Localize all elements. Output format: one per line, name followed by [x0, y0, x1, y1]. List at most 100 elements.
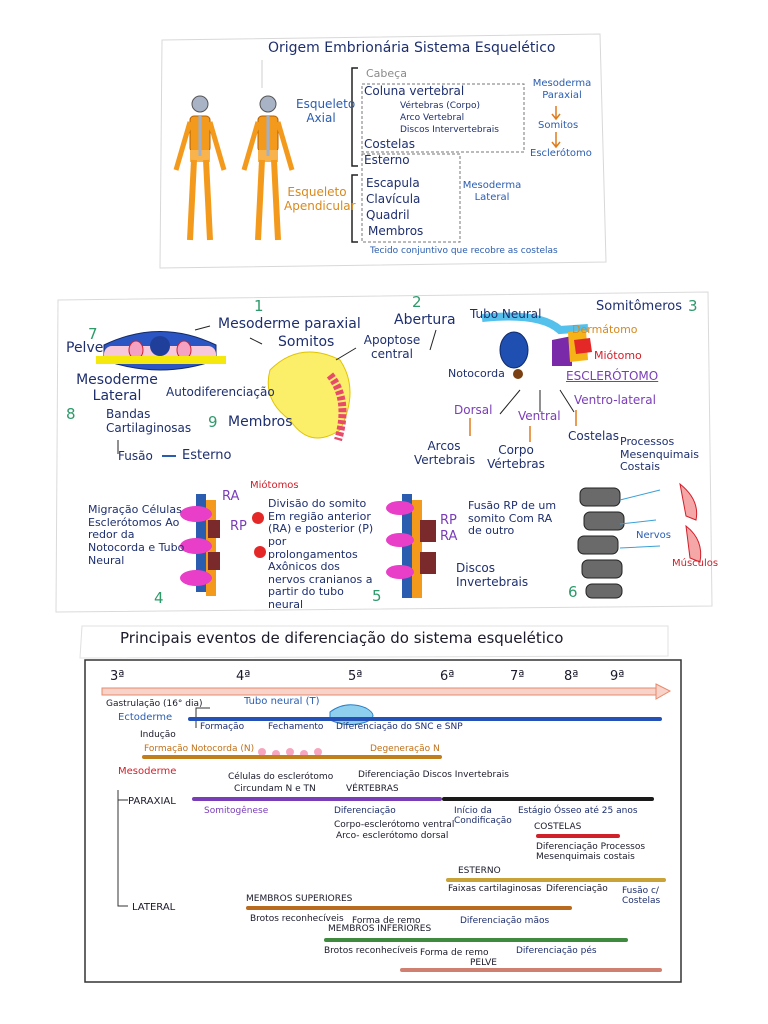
brotos1-label: Brotos reconhecíveis: [250, 914, 344, 924]
ectoderme-label: Ectoderme: [118, 712, 173, 723]
fechamento-label: Fechamento: [268, 722, 324, 732]
brotos2-label: Brotos reconhecíveis: [324, 946, 418, 956]
arco-text: Arco Vertebral: [400, 113, 465, 123]
somitos-label: Somitos: [278, 334, 335, 350]
miotomo-label: Miótomo: [594, 349, 642, 362]
dif-maos-label: Diferenciação mãos: [460, 916, 550, 926]
dif-discos-label: Diferenciação Discos Invertebrais: [358, 770, 509, 780]
notocorda-bar: [142, 755, 442, 759]
fusao-label: Fusão: [118, 449, 153, 463]
quadril-text: Quadril: [366, 208, 410, 222]
paraxial-bar-purple: [192, 797, 442, 801]
processos-label: Processos Mesenquimais Costais: [620, 435, 699, 474]
autodiferenciacao-label: Autodiferenciação: [166, 385, 275, 399]
corpo-escl-label: Corpo-esclerótomo ventral: [334, 820, 455, 830]
spine-ribs-drawing: [577, 482, 702, 599]
divisao-label: Divisão do somito Em região anterior (RA…: [268, 497, 374, 612]
mesoderme-paraxial-label: Mesoderme paraxial: [218, 316, 361, 332]
nervos-label: Nervos: [636, 530, 671, 541]
step-9-number: 9: [208, 413, 218, 431]
esclerotomo-chain-text: Esclerótomo: [530, 148, 592, 159]
tubo-neural-timeline-label: Tubo neural (T): [244, 696, 320, 707]
membros-label: Membros: [228, 414, 293, 430]
week-9: 9ª: [610, 669, 625, 684]
week-8: 8ª: [564, 669, 579, 684]
section1-title: Origem Embrionária Sistema Esquelético: [268, 40, 556, 56]
abertura-label: Abertura: [394, 312, 456, 328]
step-4-number: 4: [154, 589, 164, 607]
week-7: 7ª: [510, 669, 525, 684]
pelve-timeline-label: PELVE: [470, 958, 497, 968]
paraxial-bar-black: [442, 797, 654, 801]
escapula-text: Escapula: [366, 176, 420, 190]
apoptose-label: Apoptose central: [363, 333, 421, 361]
tubo-neural-label: Tubo Neural: [470, 307, 542, 321]
step-3-number: 3: [688, 297, 698, 315]
forma-remo1-label: Forma de remo: [352, 916, 421, 926]
cabeca-text: Cabeça: [366, 67, 407, 80]
week-4: 4ª: [236, 669, 251, 684]
axial-label: Esqueleto Axial: [296, 97, 356, 125]
rp-label-5: RP: [440, 513, 457, 528]
inducao-label: Indução: [140, 730, 176, 740]
forma-remo2-label: Forma de remo: [420, 948, 489, 958]
dif-pes-label: Diferenciação pés: [516, 946, 597, 956]
week-6: 6ª: [440, 669, 455, 684]
dermatomo-label: Dermátomo: [572, 323, 638, 336]
arcos-label: Arcos Vertebrais: [414, 439, 476, 467]
somitos-chain-text: Somitos: [538, 120, 579, 131]
ectoderme-bar: [188, 717, 662, 721]
migracao-label: Migração Células Esclerótomos Ao redor d…: [88, 503, 185, 567]
somitomeros-label: Somitômeros: [596, 299, 682, 314]
membros-sup-label: MEMBROS SUPERIORES: [246, 894, 353, 904]
skeleton-back-figure: [241, 95, 295, 241]
diferenciacao-label: Diferenciação: [334, 806, 396, 816]
esterno-timeline-label: ESTERNO: [458, 866, 501, 876]
dif-snc-label: Diferenciação do SNC e SNP: [336, 722, 463, 732]
paraxial-label: PARAXIAL: [128, 796, 176, 807]
fusao-rp-label: Fusão RP de um somito Com RA de outro: [468, 499, 557, 538]
ra-label-4: RA: [222, 489, 240, 504]
lateral-label: LATERAL: [132, 902, 176, 913]
degeneracao-label: Degeneração N: [370, 744, 440, 754]
membros-inf-bar: [324, 938, 628, 942]
ventral-label: Ventral: [518, 409, 561, 423]
diferenciacao2-label: Diferenciação: [546, 884, 608, 894]
step-7-number: 7: [88, 325, 98, 343]
discos-text: Discos Intervertebrais: [400, 125, 499, 135]
rp-label-4: RP: [230, 519, 247, 534]
week-5: 5ª: [348, 669, 363, 684]
costelas-text: Costelas: [364, 137, 415, 151]
vertebras-label: VÉRTEBRAS: [346, 784, 399, 794]
appendicular-label: Esqueleto Apendicular: [284, 185, 356, 213]
esterno-label: Esterno: [182, 448, 232, 463]
ra-label-5: RA: [440, 529, 458, 544]
mesoderme-lateral-label: Mesoderme Lateral: [76, 372, 158, 405]
tecido-text: Tecido conjuntivo que recobre as costela…: [370, 246, 558, 256]
embryo-limb-drawing: [267, 351, 351, 442]
membros-text: Membros: [368, 224, 424, 238]
musculos-label: Músculos: [672, 558, 719, 569]
mesoderma-paraxial-text: Mesoderma Paraxial: [532, 78, 592, 101]
notocorda-label: Notocorda: [448, 367, 505, 380]
corpo-label: Corpo Vértebras: [487, 443, 545, 471]
circundam-label: Circundam N e TN: [234, 784, 316, 794]
membros-inf-label: MEMBROS INFERIORES: [328, 924, 432, 934]
dorsal-label: Dorsal: [454, 403, 493, 417]
vertebras-text: Vértebras (Corpo): [400, 101, 480, 111]
step-5-number: 5: [372, 587, 382, 605]
pelve-bar: [400, 968, 662, 972]
costelas-timeline-label: COSTELAS: [534, 822, 582, 832]
costelas-bar: [536, 834, 620, 838]
skeleton-front-figure: [173, 95, 227, 241]
ventro-lateral-label: Ventro-lateral: [574, 393, 656, 407]
step-8-number: 8: [66, 405, 76, 423]
esterno-bar: [446, 878, 666, 882]
inicio-label: Início da Condificação: [454, 806, 512, 827]
coluna-text: Coluna vertebral: [364, 84, 465, 98]
esterno-text: Esterno: [364, 153, 410, 167]
gastrulacao-label: Gastrulação (16° dia): [106, 699, 203, 709]
timeline-title: Principais eventos de diferenciação do s…: [120, 629, 564, 647]
